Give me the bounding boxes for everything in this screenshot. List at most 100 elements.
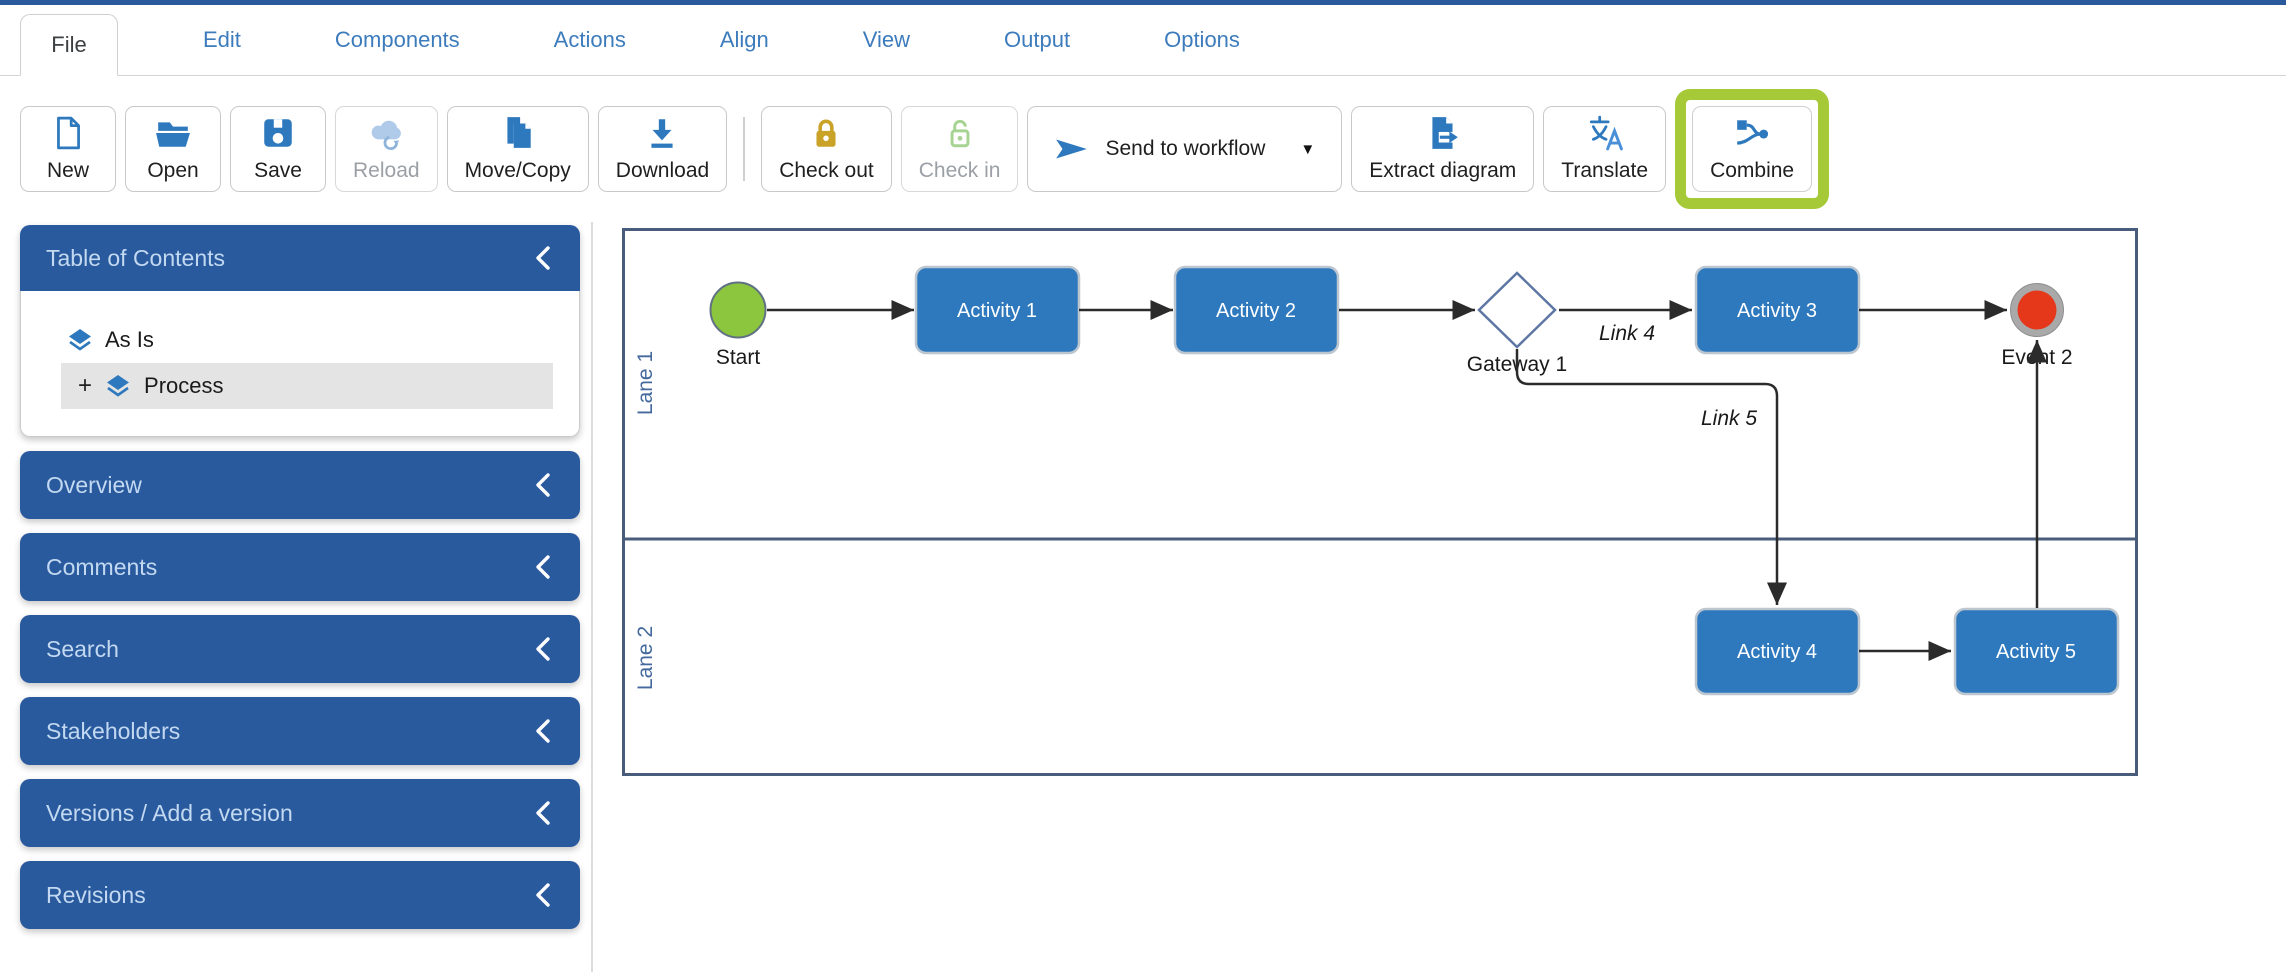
panel-comments[interactable]: Comments bbox=[20, 533, 580, 601]
send-icon bbox=[1056, 139, 1088, 159]
download-button[interactable]: Download bbox=[597, 106, 728, 192]
button-label: New bbox=[46, 159, 89, 182]
link-5-label[interactable]: Link 5 bbox=[1701, 407, 1757, 430]
activity-5-node[interactable]: Activity 5 bbox=[1953, 607, 2120, 696]
translate-button[interactable]: Translate bbox=[1543, 106, 1667, 192]
tab-actions[interactable]: Actions bbox=[553, 27, 626, 52]
activity-3-node[interactable]: Activity 3 bbox=[1694, 265, 1861, 355]
toc-panel: Table of Contents As Is + Process bbox=[20, 225, 580, 437]
chevron-left-icon bbox=[536, 719, 550, 743]
lock-open-icon bbox=[950, 119, 970, 148]
layers-icon bbox=[69, 329, 91, 351]
button-label: Translate bbox=[1561, 159, 1649, 182]
save-button[interactable]: Save bbox=[230, 106, 326, 192]
chevron-left-icon bbox=[536, 555, 550, 579]
combine-icon bbox=[1737, 120, 1769, 145]
combine-highlight: Combine bbox=[1675, 89, 1830, 209]
layers-icon bbox=[107, 375, 130, 397]
tab-components[interactable]: Components bbox=[334, 27, 460, 52]
panel-revisions[interactable]: Revisions bbox=[20, 861, 580, 929]
button-label: Download bbox=[615, 159, 710, 182]
gateway-1-node[interactable] bbox=[1477, 271, 1557, 349]
sidebar-canvas-divider bbox=[591, 222, 593, 972]
panel-label: Comments bbox=[46, 553, 158, 580]
button-label: Open bbox=[147, 159, 199, 182]
svg-text:Activity 1: Activity 1 bbox=[957, 300, 1037, 322]
panel-label: Stakeholders bbox=[46, 717, 181, 744]
send-to-workflow-button[interactable]: Send to workflow ▼ bbox=[1027, 106, 1343, 192]
chevron-left-icon bbox=[536, 246, 550, 270]
chevron-left-icon bbox=[536, 473, 550, 497]
start-label: Start bbox=[716, 346, 761, 369]
extract-diagram-button[interactable]: Extract diagram bbox=[1351, 106, 1535, 192]
svg-text:Activity 2: Activity 2 bbox=[1216, 300, 1296, 322]
caret-down-icon: ▼ bbox=[1300, 140, 1316, 158]
diagram-canvas[interactable]: Lane 1 Lane 2 Start Gateway 1 Event 2 Li… bbox=[622, 228, 2138, 781]
toc-tree: As Is + Process bbox=[20, 291, 580, 437]
sidebar: Table of Contents As Is + Process bbox=[20, 225, 580, 929]
expand-icon[interactable]: + bbox=[78, 372, 93, 399]
reload-button[interactable]: Reload bbox=[335, 106, 438, 192]
tree-item-process[interactable]: + Process bbox=[61, 363, 553, 409]
tab-view[interactable]: View bbox=[862, 27, 911, 52]
tab-options[interactable]: Options bbox=[1164, 27, 1240, 52]
toolbar: New Open Save Reload Move/Copy bbox=[0, 76, 2286, 222]
tab-output[interactable]: Output bbox=[1004, 27, 1071, 52]
combine-button[interactable]: Combine bbox=[1692, 106, 1813, 192]
toc-title: Table of Contents bbox=[46, 244, 226, 271]
flow-link5-gateway1-activity4[interactable] bbox=[1515, 349, 1787, 605]
button-label: Save bbox=[254, 159, 302, 182]
tree-item-label: As Is bbox=[105, 327, 154, 352]
button-label: Send to workflow bbox=[1105, 137, 1266, 160]
tab-align[interactable]: Align bbox=[719, 27, 769, 52]
button-label: Move/Copy bbox=[464, 159, 571, 182]
chevron-left-icon bbox=[536, 637, 550, 661]
panel-label: Revisions bbox=[46, 881, 146, 908]
event-2-node[interactable] bbox=[2010, 283, 2064, 337]
link-4-label[interactable]: Link 4 bbox=[1599, 322, 1655, 345]
lane-2-label[interactable]: Lane 2 bbox=[634, 626, 657, 690]
panel-search[interactable]: Search bbox=[20, 615, 580, 683]
button-label: Reload bbox=[353, 159, 420, 182]
panel-versions[interactable]: Versions / Add a version bbox=[20, 779, 580, 847]
save-icon bbox=[264, 119, 292, 147]
move-copy-icon bbox=[507, 117, 531, 148]
reload-cloud-icon bbox=[371, 120, 402, 150]
move-copy-button[interactable]: Move/Copy bbox=[446, 106, 589, 192]
tab-file[interactable]: File bbox=[20, 14, 118, 76]
new-file-icon bbox=[57, 116, 80, 150]
panel-label: Search bbox=[46, 635, 119, 662]
pool-border bbox=[622, 228, 2138, 776]
menu-links: Edit Components Actions Align View Outpu… bbox=[156, 5, 1287, 75]
translate-icon bbox=[1589, 115, 1623, 151]
tree-item-label: Process bbox=[144, 373, 224, 398]
open-folder-icon bbox=[156, 122, 190, 147]
activity-1-node[interactable]: Activity 1 bbox=[914, 265, 1081, 355]
tree-item-as-is[interactable]: As Is bbox=[21, 319, 579, 361]
chevron-left-icon bbox=[536, 883, 550, 907]
svg-text:Activity 5: Activity 5 bbox=[1996, 641, 2076, 663]
button-label: Check out bbox=[779, 159, 874, 182]
lock-closed-icon bbox=[816, 119, 836, 147]
top-accent-strip bbox=[0, 0, 2286, 5]
activity-4-node[interactable]: Activity 4 bbox=[1694, 607, 1861, 696]
panel-stakeholders[interactable]: Stakeholders bbox=[20, 697, 580, 765]
button-label: Extract diagram bbox=[1369, 159, 1517, 182]
open-button[interactable]: Open bbox=[125, 106, 221, 192]
lane-1-label[interactable]: Lane 1 bbox=[634, 351, 657, 415]
panel-label: Overview bbox=[46, 471, 142, 498]
svg-text:Activity 4: Activity 4 bbox=[1737, 641, 1817, 663]
button-label: Check in bbox=[918, 159, 1001, 182]
activity-2-node[interactable]: Activity 2 bbox=[1173, 265, 1340, 355]
new-button[interactable]: New bbox=[20, 106, 116, 192]
tab-edit[interactable]: Edit bbox=[203, 27, 241, 52]
toc-panel-header[interactable]: Table of Contents bbox=[20, 225, 580, 291]
check-in-button[interactable]: Check in bbox=[900, 106, 1019, 192]
chevron-left-icon bbox=[536, 801, 550, 825]
extract-diagram-icon bbox=[1432, 117, 1458, 149]
start-event-node[interactable] bbox=[709, 281, 767, 339]
check-out-button[interactable]: Check out bbox=[761, 106, 892, 192]
toolbar-separator bbox=[743, 117, 746, 181]
panel-overview[interactable]: Overview bbox=[20, 451, 580, 519]
svg-text:Activity 3: Activity 3 bbox=[1737, 300, 1817, 322]
